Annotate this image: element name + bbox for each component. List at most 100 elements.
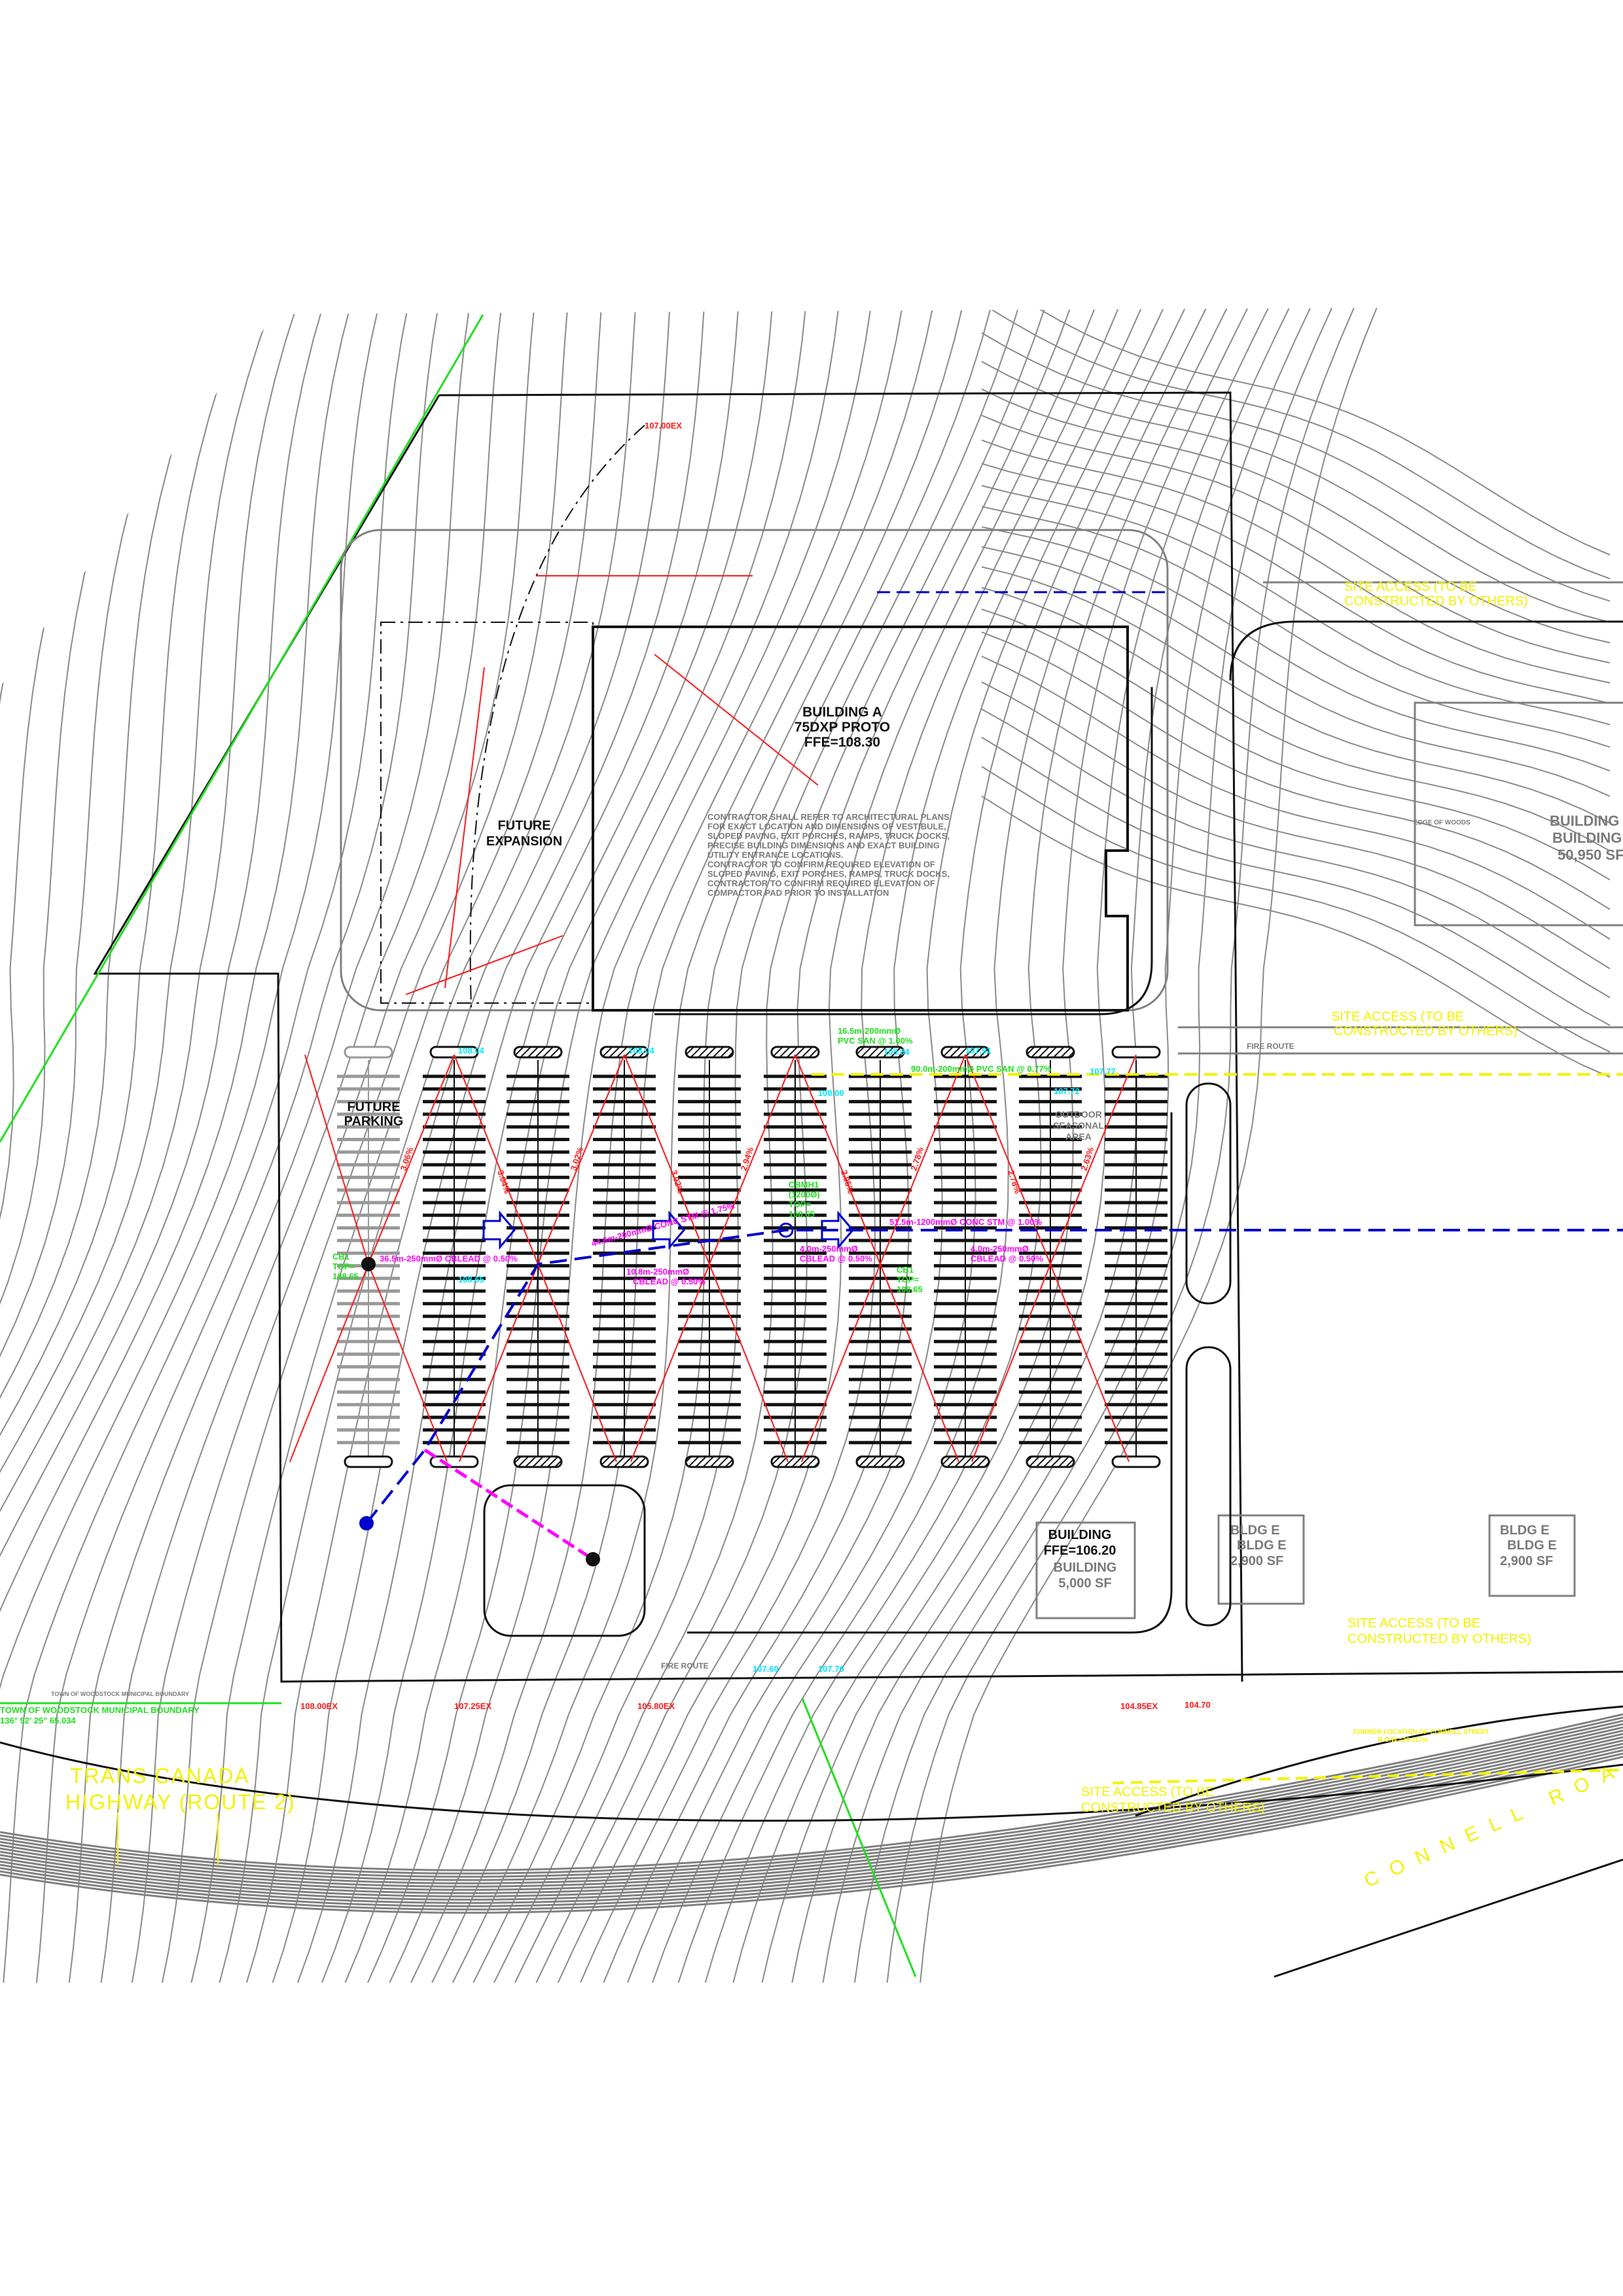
curb: [654, 687, 1153, 1016]
edge-of-woods-label: EDGE OF WOODS: [1414, 819, 1471, 826]
building-e1-footprint: [1217, 1514, 1305, 1605]
building-c-sub: BUILDING: [1054, 1561, 1117, 1575]
embankment-line: [0, 1749, 1623, 1907]
contour-line: [981, 332, 1611, 602]
contour-line: [981, 737, 1611, 1026]
slope-label: 3.04%: [495, 1169, 512, 1195]
embankment-line: [0, 1746, 1623, 1904]
contour-line: [0, 308, 222, 1983]
landscape-island: [855, 1455, 905, 1468]
note-line: SLOPED PAVING, EXIT PORCHES, RAMPS, TRUC…: [707, 831, 950, 841]
curb: [687, 1112, 1173, 1634]
grading-line: [444, 667, 485, 989]
parking-module: [1105, 1046, 1168, 1468]
contour-line: [205, 308, 639, 1983]
flow-arrow-icon: [652, 1210, 685, 1250]
contour-line: [0, 308, 54, 1983]
cb1-top: TOP=: [897, 1275, 919, 1284]
embankment-line: [0, 1733, 1623, 1891]
parking-module: [337, 1046, 400, 1468]
future-expansion-arc: [469, 425, 645, 1008]
bldg-e1-sub: BLDG E: [1237, 1538, 1287, 1553]
storm-pipe: [365, 1229, 1623, 1525]
connell-road-label: CONNELL ROAD: [1361, 1746, 1623, 1892]
contour-line: [981, 795, 1611, 1078]
catch-basin-icon: [361, 1257, 376, 1271]
contour-line: [981, 766, 1611, 1053]
contour-line: [981, 485, 1611, 726]
cbmh1-top: TOP=: [789, 1199, 811, 1209]
contour-line: [692, 308, 1251, 1983]
highway-line1: TRANS CANADA: [70, 1764, 250, 1788]
manhole-icon: [586, 1552, 600, 1566]
building-c-label: BUILDING FFE=106.20 BUILDING 5,000 SF: [1044, 1528, 1117, 1591]
landscape-island: [1111, 1046, 1161, 1059]
parking-module: [764, 1046, 827, 1468]
contour-line: [122, 308, 541, 1983]
contour-line: [62, 308, 478, 1983]
flow-arrow-icon: [482, 1210, 516, 1250]
cb1-label: CB1: [332, 1252, 349, 1262]
contour-line: [471, 308, 1032, 1983]
landscape-island: [429, 1455, 479, 1468]
property-line: [438, 391, 1243, 1682]
building-b-area: 50,950 SF: [1558, 847, 1623, 863]
building-a-name: BUILDING A: [802, 705, 882, 720]
grading-line: [880, 1054, 966, 1265]
contour-line: [178, 308, 606, 1983]
parking-lot: [337, 1046, 1168, 1468]
building-a-label: BUILDING A 75DXP PROTO FFE=108.30: [794, 705, 890, 750]
former-street-line2: R.O.W.=20.117m: [1378, 1737, 1428, 1744]
note-line: PRECISE BUILDING DIMENSIONS AND EXACT BU…: [707, 841, 940, 851]
contour-line: [429, 308, 972, 1983]
embankment-line: [0, 1742, 1623, 1901]
embankment-line: [0, 1716, 1623, 1875]
landscape-island: [513, 1046, 563, 1059]
landscape-island: [1111, 1455, 1161, 1468]
contour-line: [0, 308, 313, 1983]
contour-line: [848, 308, 1355, 1983]
building-c-footprint: [1035, 1521, 1136, 1619]
cbmh1-elev: 108.65: [789, 1209, 815, 1219]
contour-line: [514, 308, 1087, 1983]
highway-label: TRANS CANADA HIGHWAY (ROUTE 2): [65, 1764, 296, 1814]
grading-line: [801, 1263, 881, 1462]
site-access-label-east: SITE ACCESS (TO BE CONSTRUCTED BY OTHERS…: [1331, 1010, 1518, 1038]
parking-module: [1019, 1046, 1082, 1468]
island-curb: [1185, 1346, 1232, 1627]
spot-elevation: 108.65: [458, 1275, 484, 1284]
cb-lead-label: 4.0m-250mmØ: [800, 1244, 858, 1254]
contour-line: [537, 308, 1113, 1983]
future-parking-line1: FUTURE: [347, 1100, 400, 1114]
grading-line: [880, 1263, 959, 1462]
contour-line: [324, 308, 811, 1983]
landscape-island: [344, 1046, 393, 1059]
landscape-island: [599, 1046, 649, 1059]
sanitary-pipe-label: 90.0m-200mmØ PVC SAN @ 0.77%: [911, 1064, 1052, 1074]
highway-line2: HIGHWAY (ROUTE 2): [65, 1790, 296, 1814]
contour-line: [0, 308, 266, 1983]
landscape-island: [770, 1046, 820, 1059]
contour-line: [981, 388, 1611, 644]
landscape-island: [685, 1455, 734, 1468]
outdoor-line2: SEASONAL: [1053, 1120, 1104, 1131]
contour-line: [981, 656, 1611, 940]
contour-line: [151, 308, 573, 1983]
structure-labels: CB1 TOP= 108.65 CBMH1 (1200Ø) TOP= 108.6…: [332, 1180, 923, 1294]
site-access-line2: CONSTRUCTED BY OTHERS): [1344, 594, 1528, 609]
contour-line: [0, 308, 139, 1983]
contour-line: [981, 526, 1611, 772]
embankment-line: [0, 1720, 1623, 1878]
site-access-line2: CONSTRUCTED BY OTHERS): [1081, 1801, 1265, 1815]
building-note: CONTRACTOR SHALL REFER TO ARCHITECTURAL …: [707, 812, 950, 898]
contour-line: [981, 609, 1611, 881]
grading-line: [537, 1054, 625, 1265]
note-line: SLOPED PAVING, EXIT PORCHES, RAMPS, TRUC…: [707, 869, 950, 879]
future-expansion-line1: FUTURE: [497, 819, 550, 833]
contour-line: [0, 308, 97, 1983]
fire-route-label: FIRE ROUTE: [1247, 1042, 1294, 1051]
parking-module: [423, 1046, 486, 1468]
spot-elevation: 107.77: [1090, 1067, 1116, 1076]
cb-lead-label: 36.5m-250mmØ CBLEAD @ 0.50%: [380, 1254, 518, 1263]
